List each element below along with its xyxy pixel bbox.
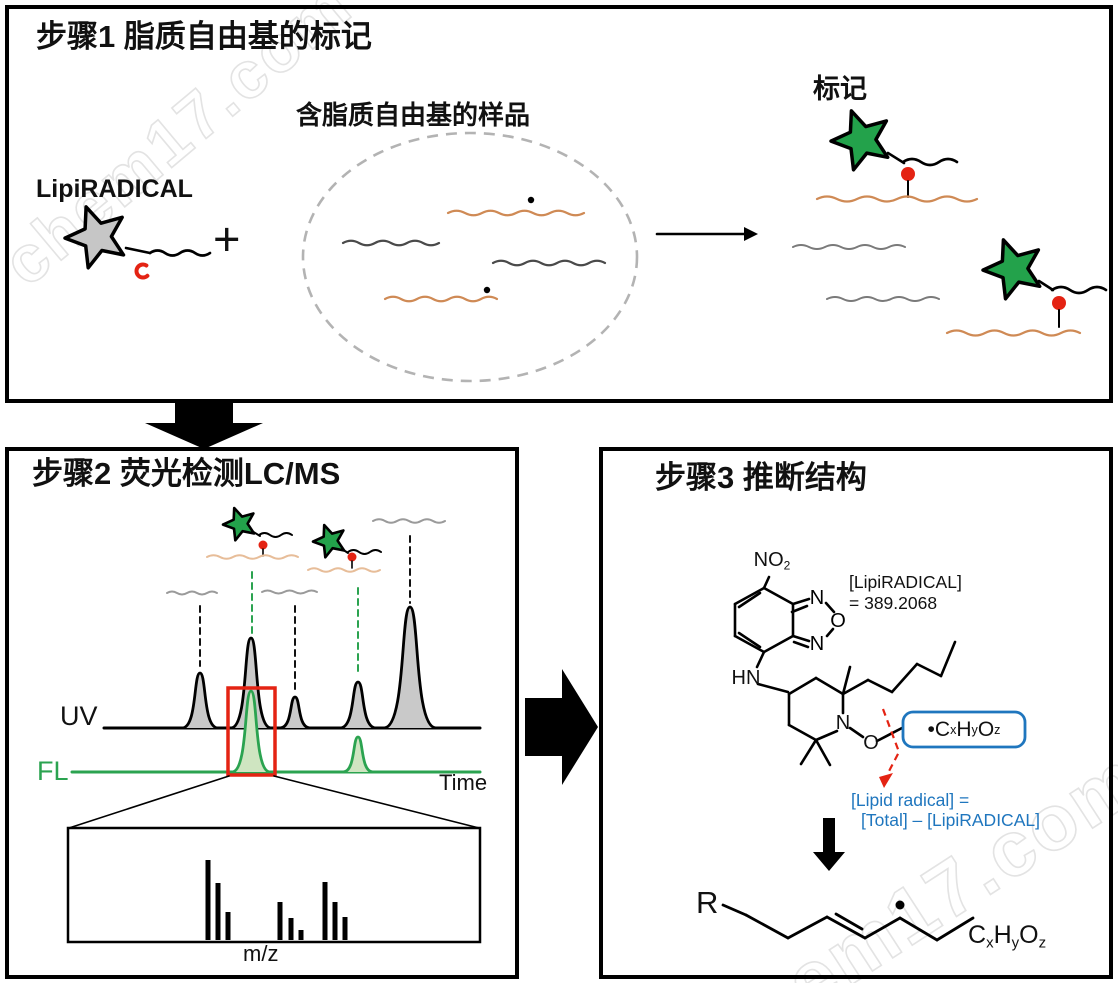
- step2-title: 步骤2 荧光检测LC/MS: [32, 456, 341, 491]
- ms-bar: [277, 902, 283, 940]
- ms-inset-box: [66, 826, 482, 944]
- flow-arrows: [145, 400, 598, 785]
- step3-structure: NNO: [721, 575, 1027, 942]
- formula-c: C: [934, 717, 951, 741]
- lipid-radical-eq-line1: [Lipid radical] =: [851, 790, 970, 810]
- radical-bullet: •: [927, 717, 935, 741]
- mz-axis-label: m/z: [243, 941, 279, 966]
- uv-axis-label: UV: [60, 701, 98, 731]
- labeled-star-icon: [311, 523, 346, 559]
- fl-axis-label: FL: [37, 756, 69, 786]
- step2-panel: [5, 447, 519, 979]
- bound-radical-dot: [258, 540, 268, 550]
- formula-h: H: [956, 717, 972, 741]
- ms-bar: [225, 912, 231, 940]
- bound-radical-dot: [1052, 296, 1066, 310]
- no2-group-label: NO2: [754, 549, 791, 573]
- ms-bar: [205, 860, 211, 940]
- ms-bar: [215, 883, 221, 940]
- uv-peak: [383, 605, 437, 730]
- sample-label: 含脂质自由基的样品: [296, 100, 531, 130]
- hn-atom-label: HN: [731, 667, 761, 689]
- formula-x: x: [986, 934, 994, 952]
- bound-radical-dot: [901, 167, 915, 181]
- labeled-star-icon: [221, 506, 256, 542]
- formula-y: y: [971, 722, 978, 737]
- step2-chromatogram: [68, 506, 482, 829]
- formula-o: O: [1019, 921, 1039, 949]
- radical-dot: [527, 196, 535, 204]
- uv-peak: [339, 680, 377, 730]
- sample-ellipse: [301, 131, 639, 383]
- furazan-n-top-label: N: [810, 587, 824, 609]
- formula-z: z: [1038, 934, 1047, 952]
- radical-dot: [895, 900, 905, 910]
- mass-label-line1: [LipiRADICAL]: [849, 572, 962, 592]
- lipid-radical-eq-line2: [Total] – [LipiRADICAL]: [861, 810, 1040, 830]
- n-atom-label: N: [835, 712, 851, 734]
- labeled-products-label: 标记: [813, 74, 867, 104]
- formula-z: z: [994, 722, 1001, 737]
- time-axis-label: Time: [439, 770, 488, 795]
- formula-y: y: [1011, 934, 1020, 952]
- reaction-arrow-head: [744, 227, 758, 241]
- radical-dot: [483, 286, 491, 294]
- cleavage-dashed-line: [881, 708, 901, 776]
- ms-bar: [298, 930, 304, 940]
- lipid-radical-formula-box: [901, 710, 1027, 749]
- flow-arrow-down: [145, 400, 263, 449]
- no2-text: NO: [753, 549, 784, 572]
- selected-peak-rect: [226, 686, 277, 777]
- mass-label-line2: = 389.2068: [849, 593, 938, 613]
- no2-subscript: 2: [783, 558, 791, 573]
- furazan-o-label: O: [830, 610, 846, 632]
- labeled-star-icon: [829, 109, 890, 172]
- furazan-n-bottom-label: N: [810, 633, 824, 655]
- bottom-formula-label: CxHyOz: [968, 921, 1047, 952]
- ms-spectrum: [66, 826, 482, 944]
- step1-title: 步骤1 脂质自由基的标记: [36, 19, 372, 54]
- bound-radical-dot: [347, 552, 357, 562]
- lipiradical-label: LipiRADICAL: [36, 175, 193, 203]
- step3-title: 步骤3 推断结构: [655, 460, 867, 495]
- uv-peak: [181, 671, 219, 730]
- open-radical-site-icon: [134, 262, 150, 280]
- ms-bar: [288, 918, 294, 940]
- lipiradical-star-icon: [63, 205, 126, 270]
- step3-panel: [599, 447, 1113, 979]
- ms-bar: [322, 882, 328, 940]
- uv-peak: [279, 695, 311, 730]
- uv-peak: [230, 636, 272, 730]
- step1-panel: [5, 5, 1113, 403]
- ms-bar: [342, 917, 348, 940]
- flow-arrow-right: [525, 669, 598, 785]
- fl-peak: [231, 689, 271, 774]
- r-group-label: R: [696, 885, 719, 920]
- plus-sign: +: [213, 212, 241, 265]
- formula-o: O: [977, 717, 995, 741]
- step3-arrow-down: [813, 818, 845, 871]
- formula-h: H: [993, 921, 1012, 949]
- labeled-star-icon: [981, 238, 1042, 301]
- formula-x: x: [950, 722, 957, 737]
- formula-c: C: [968, 921, 987, 949]
- o-atom-label: O: [863, 732, 879, 754]
- fl-peak: [342, 735, 374, 774]
- ms-bar: [332, 902, 338, 940]
- step1-illustration: [63, 109, 1108, 383]
- cleavage-arrow-head: [879, 773, 893, 788]
